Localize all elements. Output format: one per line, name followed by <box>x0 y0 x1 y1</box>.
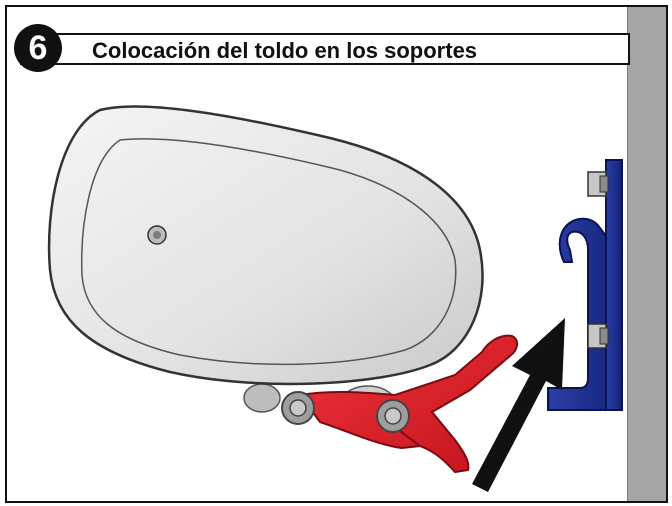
wall <box>627 7 666 501</box>
awning-cassette <box>47 105 484 386</box>
step-title: Colocación del toldo en los soportes <box>92 38 478 63</box>
step-number-badge: 6 <box>14 24 62 72</box>
title-bar: Colocación del toldo en los soportes <box>20 33 630 65</box>
bracket-bolts <box>587 171 609 349</box>
red-support-arm <box>281 334 518 474</box>
insert-direction-arrow <box>472 318 565 492</box>
